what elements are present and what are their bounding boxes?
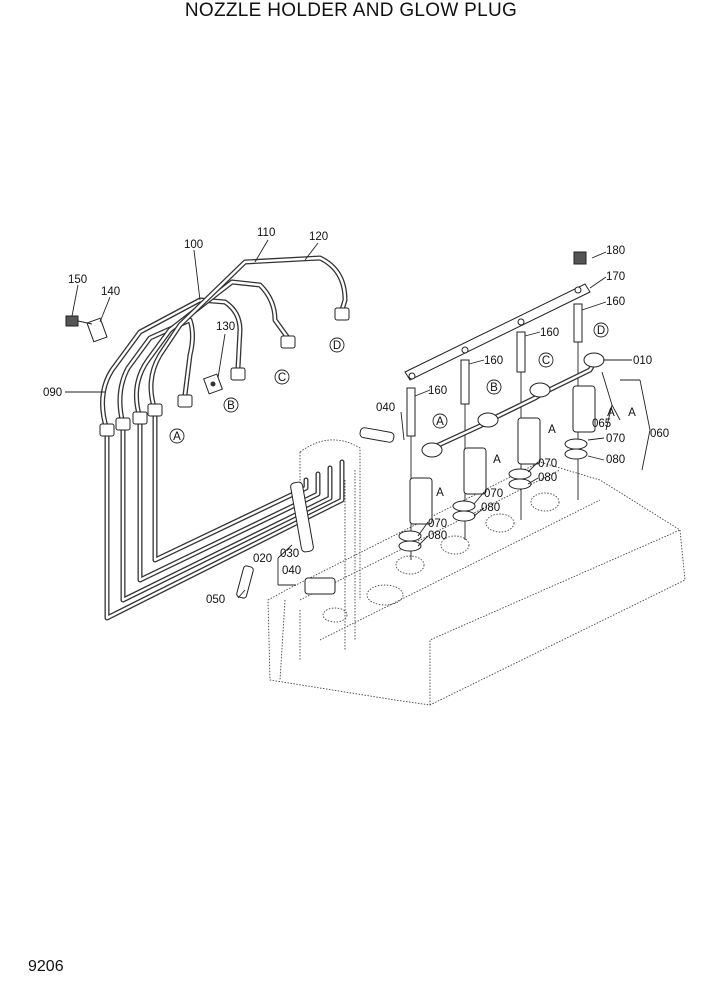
marker-inj-a: A	[436, 416, 444, 428]
callouts: 010 020 030 040 040 050 060 065 070 070 …	[43, 227, 669, 606]
marker-circle	[274, 369, 290, 385]
callout-100: 100	[184, 239, 203, 251]
busbar-170	[404, 251, 591, 381]
hose-020	[290, 481, 314, 553]
callout-040-top: 040	[376, 402, 395, 414]
nozzle-holder-4	[572, 385, 596, 433]
clamp-140	[86, 317, 108, 343]
pipe-nut	[147, 403, 163, 417]
glow-plug-2	[460, 359, 470, 405]
callout-060: 060	[650, 428, 669, 440]
callout-160-1: 160	[428, 385, 447, 397]
callout-150: 150	[68, 274, 87, 286]
pipe-clamps	[65, 315, 223, 395]
nozzle-label-a1: A	[436, 487, 444, 499]
bolt-150	[65, 315, 79, 327]
marker-inj-d: D	[597, 325, 605, 337]
callout-130: 130	[216, 321, 235, 333]
callout-160-2: 160	[484, 355, 503, 367]
return-hoses	[236, 427, 395, 599]
engine-block	[267, 439, 686, 706]
marker-pipe-c: C	[278, 372, 286, 384]
marker-inj-c: C	[542, 355, 550, 367]
marker-pipe-b: B	[227, 400, 235, 412]
callout-120: 120	[309, 231, 328, 243]
callout-170: 170	[606, 271, 625, 283]
clamp-hole	[210, 381, 216, 387]
callout-065: 065	[592, 418, 611, 430]
marker-circle	[593, 322, 609, 338]
glow-plug-3	[516, 331, 526, 373]
glow-plug-4	[573, 303, 583, 343]
pipe-nut	[280, 335, 296, 349]
nozzle-holder-3	[517, 417, 541, 465]
callout-080-2: 080	[481, 502, 500, 514]
pipe-nut	[115, 417, 131, 431]
callout-050: 050	[206, 594, 225, 606]
pipe-nut	[177, 394, 193, 408]
nozzle-label-a4: A	[607, 407, 615, 419]
callout-180: 180	[606, 245, 625, 257]
marker-circle	[486, 379, 502, 395]
nozzle-label-a2: A	[493, 454, 501, 466]
clip-050	[236, 565, 254, 599]
marker-pipe-a: A	[173, 431, 181, 443]
pipe-nut	[132, 411, 148, 425]
callout-070-4: 070	[606, 433, 625, 445]
callout-010: 010	[633, 355, 652, 367]
leader-lines	[65, 239, 651, 599]
nozzle-label-a3: A	[548, 424, 556, 436]
callout-020: 020	[253, 553, 272, 565]
marker-pipe-d: D	[333, 340, 341, 352]
leak-off-pipe	[421, 352, 605, 458]
callout-110: 110	[257, 227, 275, 239]
glow-plug-1	[406, 387, 416, 437]
callout-080-3: 080	[538, 472, 557, 484]
pipe-nut	[99, 423, 115, 437]
reference-markers: A B C D A B C D A A A A A	[169, 322, 636, 499]
hose-040	[359, 427, 395, 443]
callout-080-4: 080	[606, 454, 625, 466]
callout-040-bottom: 040	[282, 565, 301, 577]
page-title: NOZZLE HOLDER AND GLOW PLUG	[184, 0, 518, 21]
callout-090: 090	[43, 387, 62, 399]
nozzle-holder-2	[463, 447, 487, 495]
page-number: 9206	[28, 958, 64, 975]
callout-070-3: 070	[538, 458, 557, 470]
callout-030: 030	[280, 548, 299, 560]
nozzle-holder-1	[409, 477, 433, 525]
nut-180	[573, 251, 587, 265]
marker-circle	[329, 337, 345, 353]
injection-pipes	[99, 255, 350, 621]
nozzle-holders	[398, 385, 596, 552]
marker-circle	[432, 413, 448, 429]
marker-circle	[538, 352, 554, 368]
callout-160-4: 160	[606, 296, 625, 308]
callout-140: 140	[101, 286, 120, 298]
group-label-a: A	[628, 407, 636, 419]
marker-circle	[169, 428, 185, 444]
marker-inj-b: B	[490, 382, 498, 394]
callout-160-3: 160	[540, 327, 559, 339]
marker-circle	[223, 397, 239, 413]
pump-outlet	[304, 577, 336, 595]
callout-070-2: 070	[484, 488, 503, 500]
callout-080-1: 080	[428, 530, 447, 542]
callout-070-1: 070	[428, 518, 447, 530]
pipe-nut	[334, 307, 350, 321]
pipe-nut	[230, 367, 246, 381]
